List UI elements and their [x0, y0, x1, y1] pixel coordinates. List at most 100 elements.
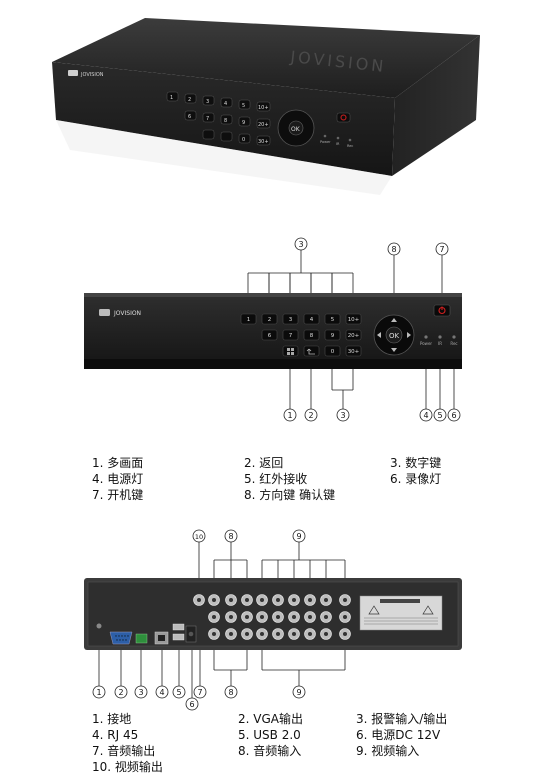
key-4[interactable]: 4 [310, 317, 314, 323]
legend-item: 6. 录像灯 [390, 472, 442, 486]
svg-text:4: 4 [224, 101, 227, 107]
rear-callout-5: 5 [176, 688, 181, 697]
legend-item: 3. 数字键 [390, 456, 442, 470]
bnc-pin [343, 632, 347, 636]
key-7[interactable]: 7 [289, 333, 293, 339]
rec-label: Rec [450, 341, 457, 346]
svg-text:IR: IR [336, 142, 340, 146]
bnc-pin [324, 632, 328, 636]
key-0[interactable]: 0 [331, 349, 335, 355]
legend-item: 7. 音频输出 [92, 744, 156, 758]
bnc-pin [292, 598, 296, 602]
ground-terminal[interactable] [96, 623, 102, 629]
rear-callout-7: 7 [197, 688, 202, 697]
rear-callout-8-top: 8 [228, 532, 233, 541]
legend-item: 10. 视频输出 [92, 760, 163, 774]
rear-callout-10: 10 [195, 533, 203, 541]
legend-item: 1. 接地 [92, 712, 132, 726]
key-20plus[interactable]: 20+ [348, 333, 360, 339]
rear-callout-8-bottom: 8 [228, 688, 233, 697]
legend-item: 2. 返回 [244, 456, 284, 470]
direction-pad[interactable] [373, 314, 415, 356]
legend-item: 4. 电源灯 [92, 472, 144, 486]
bnc-pin [229, 615, 233, 619]
rear-callout-9-bottom: 9 [296, 688, 301, 697]
bnc-pin [308, 598, 312, 602]
key-1[interactable]: 1 [247, 317, 251, 323]
bnc-pin [324, 598, 328, 602]
svg-text:6: 6 [188, 114, 191, 120]
svg-text:2: 2 [188, 97, 191, 103]
legend-item: 8. 方向键 确认键 [244, 488, 336, 502]
bnc-pin [343, 598, 347, 602]
key-9[interactable]: 9 [331, 333, 335, 339]
key-10plus[interactable]: 10+ [348, 317, 360, 323]
bnc-pin [260, 632, 264, 636]
front-callout-8: 8 [391, 245, 396, 254]
front-callout-1: 1 [287, 411, 292, 420]
dc-power-jack[interactable] [185, 625, 197, 643]
legend-item: 4. RJ 45 [92, 728, 139, 742]
front-panel-diagram: 3 8 7 1 2 3 4 5 6 JOVISION 1 2 3 4 5 10+… [84, 237, 462, 422]
front-logo: JOVISION [99, 309, 141, 317]
svg-text:0: 0 [242, 137, 245, 143]
svg-text:OK: OK [291, 126, 301, 133]
power-led-label: Power [420, 341, 432, 346]
front-callout-7: 7 [439, 245, 444, 254]
warning-label [359, 595, 443, 631]
svg-text:1: 1 [170, 95, 173, 101]
svg-text:30+: 30+ [258, 139, 269, 145]
key-5[interactable]: 5 [331, 317, 335, 323]
power-button[interactable] [433, 304, 451, 317]
power-icon [438, 306, 446, 315]
key-3[interactable]: 3 [289, 317, 293, 323]
front-callout-2: 2 [308, 411, 313, 420]
svg-text:20+: 20+ [258, 122, 269, 128]
bnc-pin [212, 632, 216, 636]
legend-item: 8. 音频输入 [238, 744, 302, 758]
multi-screen-icon[interactable] [287, 348, 294, 355]
bnc-pin [212, 598, 216, 602]
bnc-pin [292, 632, 296, 636]
legend-item: 9. 视频输入 [356, 744, 420, 758]
back-icon[interactable] [306, 348, 315, 355]
rear-callout-9-top: 9 [296, 532, 301, 541]
bnc-pin [245, 598, 249, 602]
ok-button[interactable]: OK [389, 332, 400, 340]
svg-text:Rec: Rec [347, 144, 353, 148]
bnc-pin [324, 615, 328, 619]
svg-text:9: 9 [242, 120, 245, 126]
rear-panel-diagram: 10 8 9 1 2 3 4 5 7 6 8 9 [84, 529, 462, 711]
svg-text:5: 5 [242, 103, 245, 109]
key-2[interactable]: 2 [268, 317, 272, 323]
key-8[interactable]: 8 [310, 333, 314, 339]
bnc-pin [276, 598, 280, 602]
legend-item: 6. 电源DC 12V [356, 728, 441, 742]
vga-port[interactable] [109, 631, 133, 645]
front-callout-3-top: 3 [298, 240, 303, 249]
bnc-pin [197, 598, 201, 602]
legend-item: 7. 开机键 [92, 488, 144, 502]
alarm-terminal[interactable] [135, 633, 148, 644]
key-30plus[interactable]: 30+ [348, 349, 360, 355]
front-panel-brand: JOVISION [113, 310, 141, 317]
bnc-pin [245, 615, 249, 619]
bnc-pin [308, 615, 312, 619]
bnc-pin [212, 615, 216, 619]
front-callout-4: 4 [423, 411, 428, 420]
usb-port[interactable] [172, 623, 185, 631]
legend-item: 3. 报警输入/输出 [356, 712, 448, 726]
bnc-connector-grid [193, 594, 351, 640]
bnc-pin [292, 615, 296, 619]
usb-port[interactable] [172, 633, 185, 641]
key-6[interactable]: 6 [268, 333, 272, 339]
bnc-pin [276, 615, 280, 619]
ir-label: IR [438, 341, 442, 346]
svg-text:7: 7 [206, 116, 209, 122]
bnc-pin [260, 598, 264, 602]
rear-callout-4: 4 [159, 688, 164, 697]
svg-text:3: 3 [206, 99, 209, 105]
rear-callout-6: 6 [189, 700, 194, 709]
